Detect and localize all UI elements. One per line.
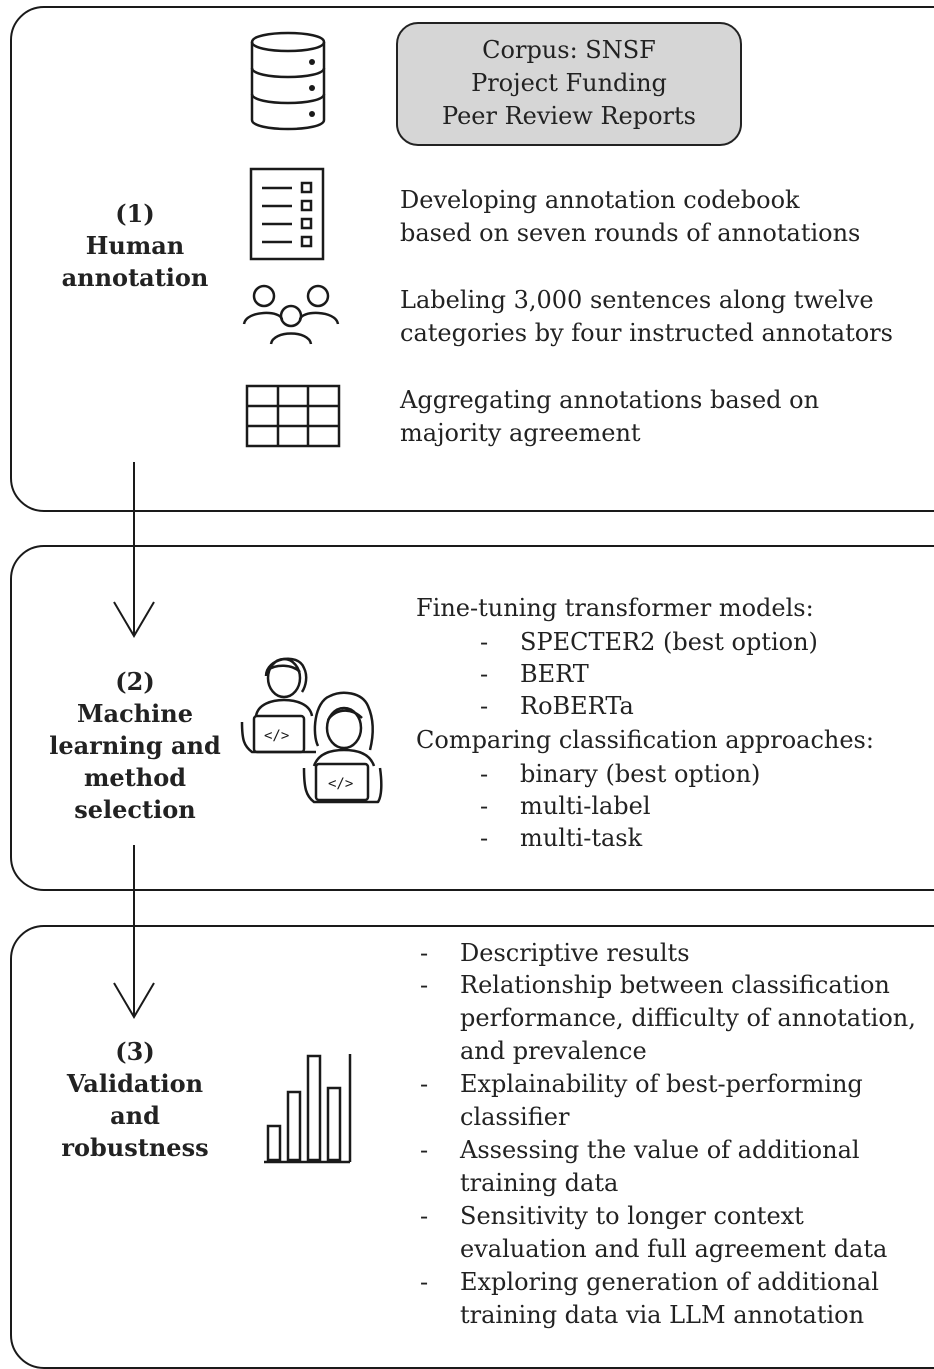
validation-line: Explainability of best-performing [460,1070,863,1098]
model-name: BERT [520,660,589,688]
svg-text:</>: </> [264,728,289,744]
stage-3-title-line: robustness [61,1133,209,1162]
dash: - [420,1202,429,1230]
validation-line: training data [460,1169,619,1197]
step-line: majority agreement [400,419,641,447]
dash: - [420,971,429,999]
step-line: based on seven rounds of annotations [400,219,861,247]
stage-3-number: (3) [115,1037,155,1066]
corpus-line: Project Funding [471,69,667,97]
dash: - [480,792,489,820]
stage-3-label: (3) Validation and robustness [60,1036,210,1164]
stage-2-label: (2) Machine learning and method selectio… [40,666,230,826]
validation-line: Descriptive results [460,939,690,967]
validation-line: Assessing the value of additional [460,1136,860,1164]
developers-coding-icon: </> </> [240,657,383,804]
stage-3-title-line: and [110,1101,160,1130]
dash: - [480,628,489,656]
step-aggregating-text: Aggregating annotations based on majorit… [400,384,819,450]
validation-line: classifier [460,1103,570,1131]
stage-2-title-line: Machine [76,699,193,728]
validation-line: Sensitivity to longer context [460,1202,804,1230]
approach-name: binary (best option) [520,760,761,788]
dash: - [420,1136,429,1164]
stage-1-title-line: Human [85,231,185,260]
step-line: Aggregating annotations based on [400,386,820,414]
model-name: RoBERTa [520,692,634,720]
stage-1-number: (1) [115,199,155,228]
dash: - [420,939,429,967]
panel-validation [10,925,934,1369]
dash: - [480,824,489,852]
arrow-2-to-3 [113,845,155,1019]
validation-line: and prevalence [460,1037,647,1065]
dash: - [480,692,489,720]
database-icon [250,31,326,131]
stage-1-label: (1) Human annotation [60,198,210,294]
checklist-icon [249,167,325,261]
stage-3-title-line: Validation [66,1069,204,1098]
validation-line: Relationship between classification [460,971,890,999]
stage-2-title-line: method [84,763,186,792]
model-name: SPECTER2 (best option) [520,628,818,656]
stage-2-title-line: selection [74,795,196,824]
corpus-box: Corpus: SNSF Project Funding Peer Review… [396,22,742,146]
stage-1-title-line: annotation [61,263,209,292]
approaches-heading: Comparing classification approaches: [416,726,874,754]
models-heading: Fine-tuning transformer models: [416,594,814,622]
stage-2-number: (2) [115,667,155,696]
corpus-line: Peer Review Reports [442,102,696,130]
step-line: Developing annotation codebook [400,186,800,214]
validation-line: performance, difficulty of annotation, [460,1004,916,1032]
dash: - [420,1268,429,1296]
bar-chart-icon [264,1054,352,1164]
table-grid-icon [245,384,341,448]
validation-line: Exploring generation of additional [460,1268,879,1296]
people-icon [242,284,340,345]
dash: - [480,760,489,788]
panel-machine-learning [10,545,934,891]
dash: - [420,1070,429,1098]
validation-line: evaluation and full agreement data [460,1235,888,1263]
svg-text:</>: </> [328,776,353,792]
approach-name: multi-label [520,792,651,820]
dash: - [480,660,489,688]
step-labeling-text: Labeling 3,000 sentences along twelve ca… [400,284,893,350]
corpus-line: Corpus: SNSF [482,36,656,64]
validation-line: training data via LLM annotation [460,1301,865,1329]
stage-2-title-line: learning and [49,731,221,760]
approach-name: multi-task [520,824,643,852]
step-line: categories by four instructed annotators [400,319,893,347]
step-line: Labeling 3,000 sentences along twelve [400,286,874,314]
step-codebook-text: Developing annotation codebook based on … [400,184,860,250]
arrow-1-to-2 [113,462,155,638]
